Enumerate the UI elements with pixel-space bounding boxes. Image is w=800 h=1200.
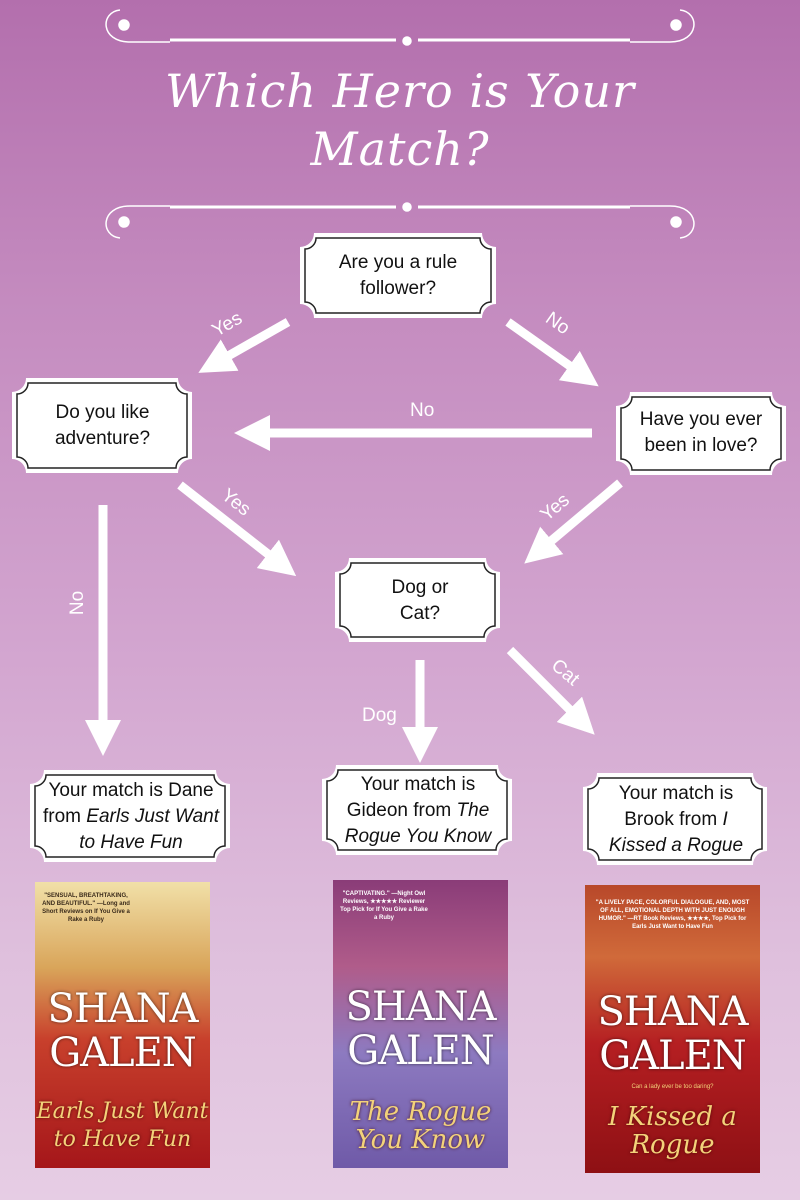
author-first: SHANA — [47, 986, 198, 1032]
arrow-adventure-yes — [177, 481, 297, 577]
book-title: Earls Just Want to Have Fun — [36, 1099, 209, 1152]
node-box — [30, 770, 230, 862]
match-book-title: Earls Just Want to Have Fun — [79, 806, 219, 853]
book-cover-rogue-you-know: "CAPTIVATING." —Night Owl Reviews, ★★★★★… — [333, 880, 508, 1168]
edge-label-dog: Dog — [362, 705, 397, 726]
arrow-love-yes — [524, 479, 623, 564]
node-adventure: Do you like adventure? — [30, 388, 175, 463]
arrow-rule-yes — [198, 318, 291, 373]
match-text: Your match is Brook from — [618, 783, 734, 830]
book-title: I Kissed a Rogue — [608, 1102, 737, 1160]
match-text: Your match is Dane from — [43, 780, 214, 827]
author-first: SHANA — [597, 989, 748, 1035]
book-tagline: Can a lady ever be too daring? — [631, 1084, 714, 1090]
node-love: Have you ever been in love? — [626, 400, 776, 466]
match-text: Your match is Gideon from — [346, 774, 476, 821]
author-first: SHANA — [345, 984, 496, 1030]
author-last: GALEN — [49, 1030, 197, 1076]
node-rule-follower: Are you a rule follower? — [318, 243, 478, 309]
author-last: GALEN — [599, 1033, 747, 1079]
arrow-cat — [506, 646, 595, 735]
node-match-dane: Your match is Dane from Earls Just Want … — [38, 776, 224, 858]
book-quote: "A LIVELY PACE, COLORFUL DIALOGUE, AND, … — [595, 900, 750, 930]
node-match-brook: Your match is Brook from I Kissed a Rogu… — [598, 780, 754, 860]
book-title: The Rogue You Know — [349, 1097, 492, 1155]
page-title: Which Hero is Your Match? — [165, 64, 635, 176]
node-dog-or-cat: Dog or Cat? — [370, 568, 470, 634]
node-box — [12, 378, 192, 473]
book-cover-earls: "SENSUAL, BREATHTAKING, AND BEAUTIFUL." … — [35, 882, 210, 1168]
node-box — [300, 233, 496, 318]
book-quote: "SENSUAL, BREATHTAKING, AND BEAUTIFUL." … — [42, 893, 130, 923]
node-box — [616, 392, 786, 475]
node-text: Have you ever been in love? — [639, 409, 763, 456]
book-cover-kissed-rogue: "A LIVELY PACE, COLORFUL DIALOGUE, AND, … — [585, 885, 760, 1173]
author-last: GALEN — [347, 1028, 495, 1074]
node-box — [322, 765, 512, 855]
node-match-gideon: Your match is Gideon from The Rogue You … — [332, 772, 504, 850]
node-box — [335, 558, 500, 642]
arrow-rule-no — [505, 318, 599, 387]
node-box — [583, 773, 767, 865]
match-book-title: I Kissed a Rogue — [608, 809, 744, 856]
edge-label-no: No — [410, 400, 435, 421]
edge-label-no: No — [67, 590, 89, 616]
node-text: Are you a rule follower? — [338, 252, 458, 299]
book-quote: "CAPTIVATING." —Night Owl Reviews, ★★★★★… — [340, 891, 428, 921]
ornament-top — [105, 9, 695, 46]
match-book-title: The Rogue You Know — [344, 800, 492, 847]
ornament-bottom — [105, 202, 695, 239]
node-text: Dog or Cat? — [391, 577, 449, 624]
node-text: Do you like adventure? — [54, 401, 151, 449]
